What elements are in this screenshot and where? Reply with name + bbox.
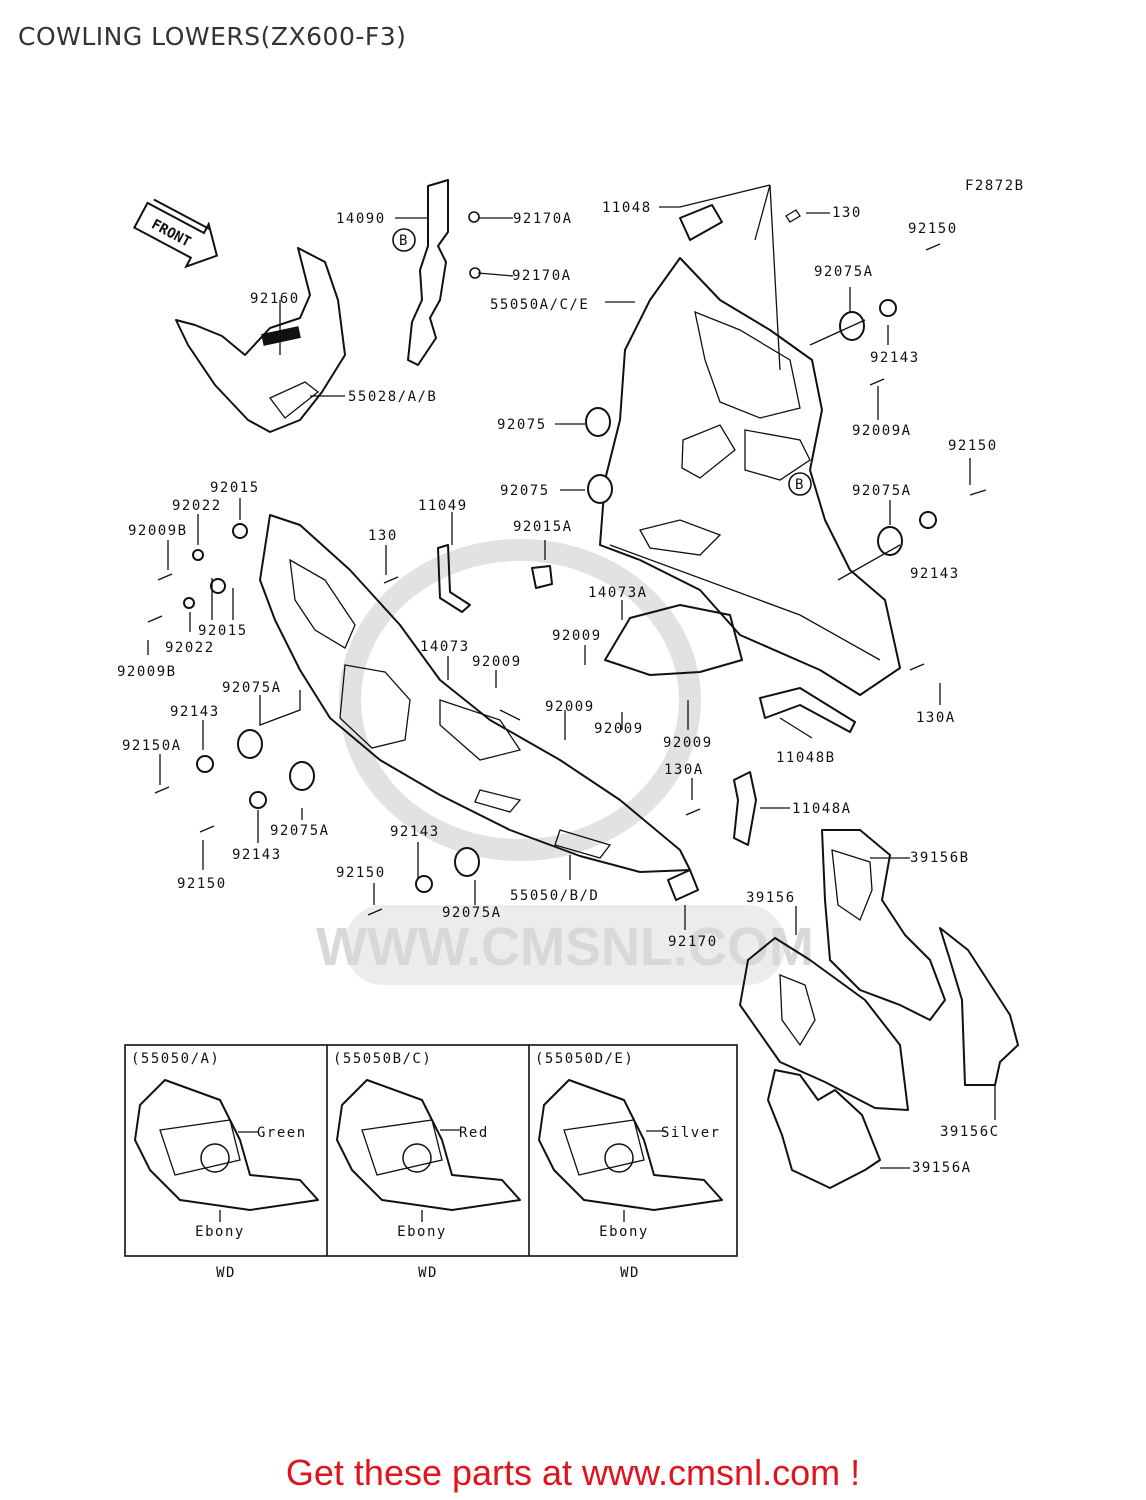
part-number-label: 92150 [908,221,958,237]
part-number-label: 92075 [500,483,550,499]
part-number-label: 55050/B/D [510,888,599,904]
part-number-label: 130A [664,762,704,778]
variant-illustration-2 [336,1079,521,1211]
part-number-label: 14073 [420,639,470,655]
variant-note: WD [418,1265,438,1281]
part-number-label: 92160 [250,291,300,307]
part-number-label: 14090 [336,211,386,227]
part-number-label: 92143 [910,566,960,582]
part-number-label: 92009B [128,523,188,539]
part-number-label: 92009 [663,735,713,751]
part-number-label: 92075A [852,483,912,499]
part-number-label: 11048 [602,200,652,216]
part-number-label: 130 [832,205,862,221]
watermark: WWW.CMSNL.COM [316,539,814,985]
variant-illustration-1 [134,1079,319,1211]
part-number-label: 92015 [210,480,260,496]
part-number-label: 92075A [442,905,502,921]
part-number-label: 92015 [198,623,248,639]
part-number-label: 92075 [497,417,547,433]
variant-illustration-3 [538,1079,723,1211]
part-number-label: 92075A [814,264,874,280]
part-number-label: 92022 [172,498,222,514]
variant-color: Red [459,1125,489,1141]
part-number-label: 92009 [594,721,644,737]
part-number-label: 55050A/C/E [490,297,589,313]
variant-note: WD [216,1265,236,1281]
part-number-label: 92143 [390,824,440,840]
variant-base-color: Ebony [599,1224,649,1240]
part-labels: 92170A 92170A 14090 11048 130 92150 55050A/C/E… [117,200,1000,1176]
page-title: COWLING LOWERS(ZX600-F3) [18,22,407,51]
part-number-label: 92143 [870,350,920,366]
part-number-label: 39156 [746,890,796,906]
part-number-label: 39156A [912,1160,972,1176]
part-number-label: 11048B [776,750,836,766]
variant-code: (55050B/C) [333,1051,432,1067]
footer-parts-link[interactable]: Get these parts at www.cmsnl.com ! [285,1452,861,1493]
part-number-label: 92009 [472,654,522,670]
part-number-label: 92170 [668,934,718,950]
part-number-label: 92170A [512,268,572,284]
variant-table [124,1044,738,1257]
part-number-label: 11049 [418,498,468,514]
part-number-label: 39156B [910,850,970,866]
part-brackets [437,204,856,846]
part-number-label: 92022 [165,640,215,656]
front-arrow-icon: FRONT [132,198,219,269]
part-number-label: 92075A [222,680,282,696]
part-number-label: 92009A [852,423,912,439]
part-lower-cowl [259,514,691,873]
part-upper-side-cowl [599,257,901,696]
part-number-label: 55028/A/B [348,389,437,405]
part-number-label: 130A [916,710,956,726]
variant-base-color: Ebony [195,1224,245,1240]
variant-code: (55050D/E) [535,1051,634,1067]
part-number-label: 92009B [117,664,177,680]
figure-code: F2872B [965,178,1025,194]
variant-color: Green [257,1125,307,1141]
part-inner-cover-14073a [604,604,743,676]
fasteners [147,209,987,916]
part-number-label: 92015A [513,519,573,535]
part-number-label: 130 [368,528,398,544]
part-nose-cowl [175,247,346,433]
part-heat-shields [739,829,1019,1189]
part-number-label: 92009 [545,699,595,715]
part-bracket-14090 [392,179,449,366]
callout-b-label: B [795,477,805,493]
variant-color: Silver [661,1125,721,1141]
watermark-text: WWW.CMSNL.COM [316,917,814,977]
part-number-label: 11048A [792,801,852,817]
callout-b-label: B [399,233,409,249]
part-number-label: 92143 [170,704,220,720]
part-number-label: 92150 [177,876,227,892]
part-number-label: 92075A [270,823,330,839]
part-number-label: 39156C [940,1124,1000,1140]
part-number-label: 92143 [232,847,282,863]
variant-note: WD [620,1265,640,1281]
part-number-label: 92150A [122,738,182,754]
part-number-label: 92170A [513,211,573,227]
leader-lines [147,184,996,1169]
part-number-label: 92150 [336,865,386,881]
part-number-label: 92009 [552,628,602,644]
part-number-label: 14073A [588,585,648,601]
part-number-label: 92150 [948,438,998,454]
variant-base-color: Ebony [397,1224,447,1240]
variant-code: (55050/A) [131,1051,220,1067]
